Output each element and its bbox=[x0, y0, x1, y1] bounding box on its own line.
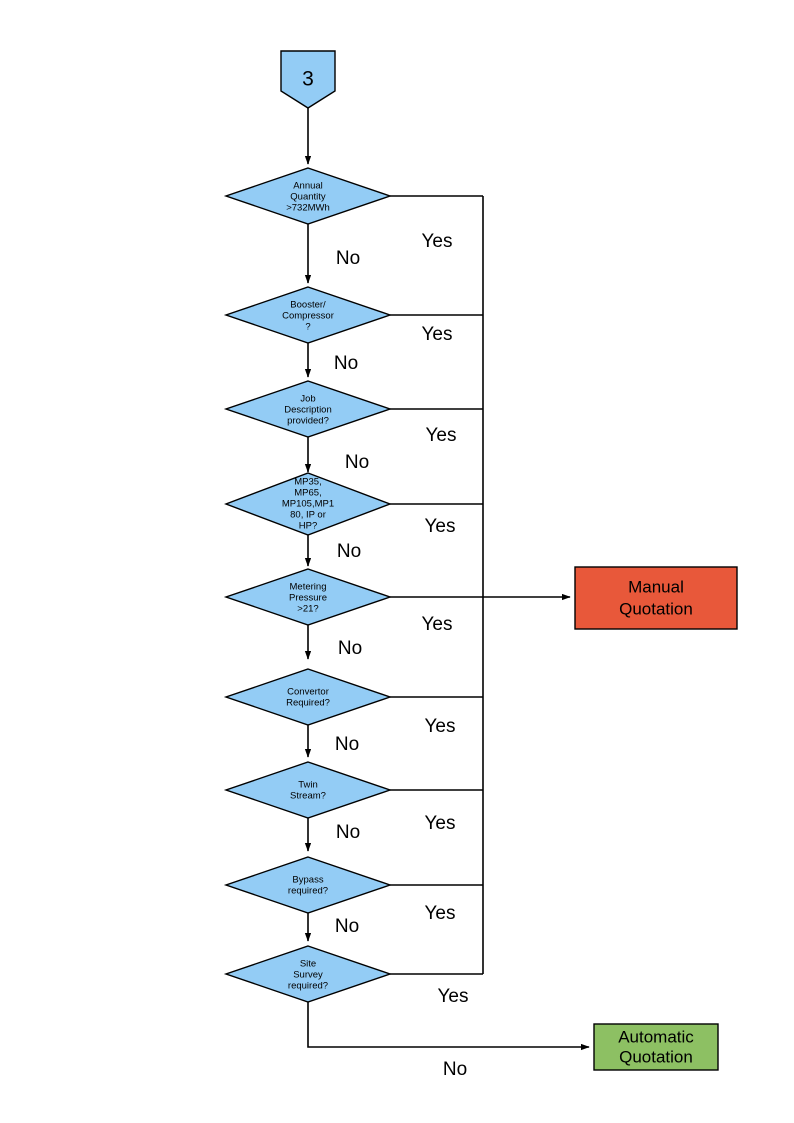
decision-convertor-required-line-1: Convertor bbox=[287, 687, 329, 698]
label-no-final: No bbox=[443, 1059, 467, 1080]
terminal-automatic-quotation[interactable]: Automatic Quotation bbox=[593, 1023, 719, 1071]
label-no-annual-quantity: No bbox=[336, 248, 360, 269]
label-no-convertor-required: No bbox=[335, 734, 359, 755]
decision-job-description[interactable]: Job Description provided? bbox=[223, 380, 393, 438]
label-yes-annual-quantity: Yes bbox=[422, 231, 453, 252]
terminal-manual-quotation[interactable]: Manual Quotation bbox=[574, 566, 738, 630]
decision-site-survey-line-2: Survey bbox=[293, 970, 323, 981]
decision-site-survey-line-1: Site bbox=[300, 959, 316, 970]
decision-metering-pressure-line-2: Pressure bbox=[289, 593, 327, 604]
decision-mp-types-line-1: MP35, bbox=[294, 477, 321, 488]
decision-bypass-required-line-2: required? bbox=[288, 886, 328, 897]
decision-convertor-required[interactable]: Convertor Required? bbox=[223, 668, 393, 726]
decision-metering-pressure-line-1: Metering bbox=[290, 582, 327, 593]
automatic-quotation-box bbox=[593, 1023, 719, 1071]
decision-job-description-line-3: provided? bbox=[287, 416, 329, 427]
decision-booster-compressor-line-1: Booster/ bbox=[290, 300, 326, 311]
label-no-booster-compressor: No bbox=[334, 353, 358, 374]
decision-annual-quantity-line-1: Annual bbox=[293, 181, 323, 192]
decision-job-description-line-1: Job bbox=[300, 394, 315, 405]
label-yes-twin-stream: Yes bbox=[425, 813, 456, 834]
manual-quotation-line-1: Manual bbox=[628, 577, 684, 596]
decision-mp-types[interactable]: MP35, MP65, MP105,MP1 80, IP or HP? bbox=[224, 472, 392, 536]
label-yes-metering-pressure: Yes bbox=[422, 614, 453, 635]
decision-bypass-required-line-1: Bypass bbox=[292, 875, 323, 886]
decision-convertor-required-line-2: Required? bbox=[286, 698, 330, 709]
start-node-label: 3 bbox=[302, 68, 314, 91]
label-yes-site-survey: Yes bbox=[438, 986, 469, 1007]
start-node-3[interactable]: 3 bbox=[280, 50, 336, 109]
decision-booster-compressor-line-2: Compressor bbox=[282, 311, 334, 322]
label-no-twin-stream: No bbox=[336, 822, 360, 843]
label-no-metering-pressure: No bbox=[338, 638, 362, 659]
label-yes-convertor-required: Yes bbox=[425, 716, 456, 737]
label-no-mp-types: No bbox=[337, 541, 361, 562]
decision-mp-types-line-2: MP65, bbox=[294, 488, 321, 499]
decision-mp-types-line-3: MP105,MP1 bbox=[282, 499, 334, 510]
decision-annual-quantity-line-3: >732MWh bbox=[286, 203, 330, 214]
automatic-quotation-line-1: Automatic bbox=[618, 1027, 694, 1046]
decision-annual-quantity[interactable]: Annual Quantity >732MWh bbox=[223, 167, 393, 225]
label-yes-mp-types: Yes bbox=[425, 516, 456, 537]
label-yes-bypass-required: Yes bbox=[425, 903, 456, 924]
label-yes-booster-compressor: Yes bbox=[422, 324, 453, 345]
decision-booster-compressor-line-3: ? bbox=[305, 322, 310, 333]
decision-twin-stream-line-2: Stream? bbox=[290, 791, 326, 802]
decision-booster-compressor[interactable]: Booster/ Compressor ? bbox=[223, 286, 393, 344]
decision-site-survey[interactable]: Site Survey required? bbox=[223, 945, 393, 1003]
automatic-quotation-line-2: Quotation bbox=[619, 1047, 693, 1066]
decision-site-survey-line-3: required? bbox=[288, 981, 328, 992]
decision-job-description-line-2: Description bbox=[284, 405, 332, 416]
decision-twin-stream[interactable]: Twin Stream? bbox=[223, 761, 393, 819]
manual-quotation-box bbox=[574, 566, 738, 630]
decision-mp-types-line-4: 80, IP or bbox=[290, 510, 326, 521]
start-pentagon-shape bbox=[280, 50, 336, 109]
connector-site-survey-no-to-automatic bbox=[307, 1002, 590, 1051]
decision-metering-pressure-line-3: >21? bbox=[297, 604, 318, 615]
decision-annual-quantity-line-2: Quantity bbox=[290, 192, 326, 203]
decision-metering-pressure[interactable]: Metering Pressure >21? bbox=[223, 568, 393, 626]
manual-quotation-line-2: Quotation bbox=[619, 599, 693, 618]
decision-twin-stream-line-1: Twin bbox=[298, 780, 318, 791]
decision-bypass-required[interactable]: Bypass required? bbox=[223, 856, 393, 914]
label-no-bypass-required: No bbox=[335, 916, 359, 937]
decision-mp-types-line-5: HP? bbox=[299, 521, 317, 532]
label-no-job-description: No bbox=[345, 452, 369, 473]
label-yes-job-description: Yes bbox=[426, 425, 457, 446]
